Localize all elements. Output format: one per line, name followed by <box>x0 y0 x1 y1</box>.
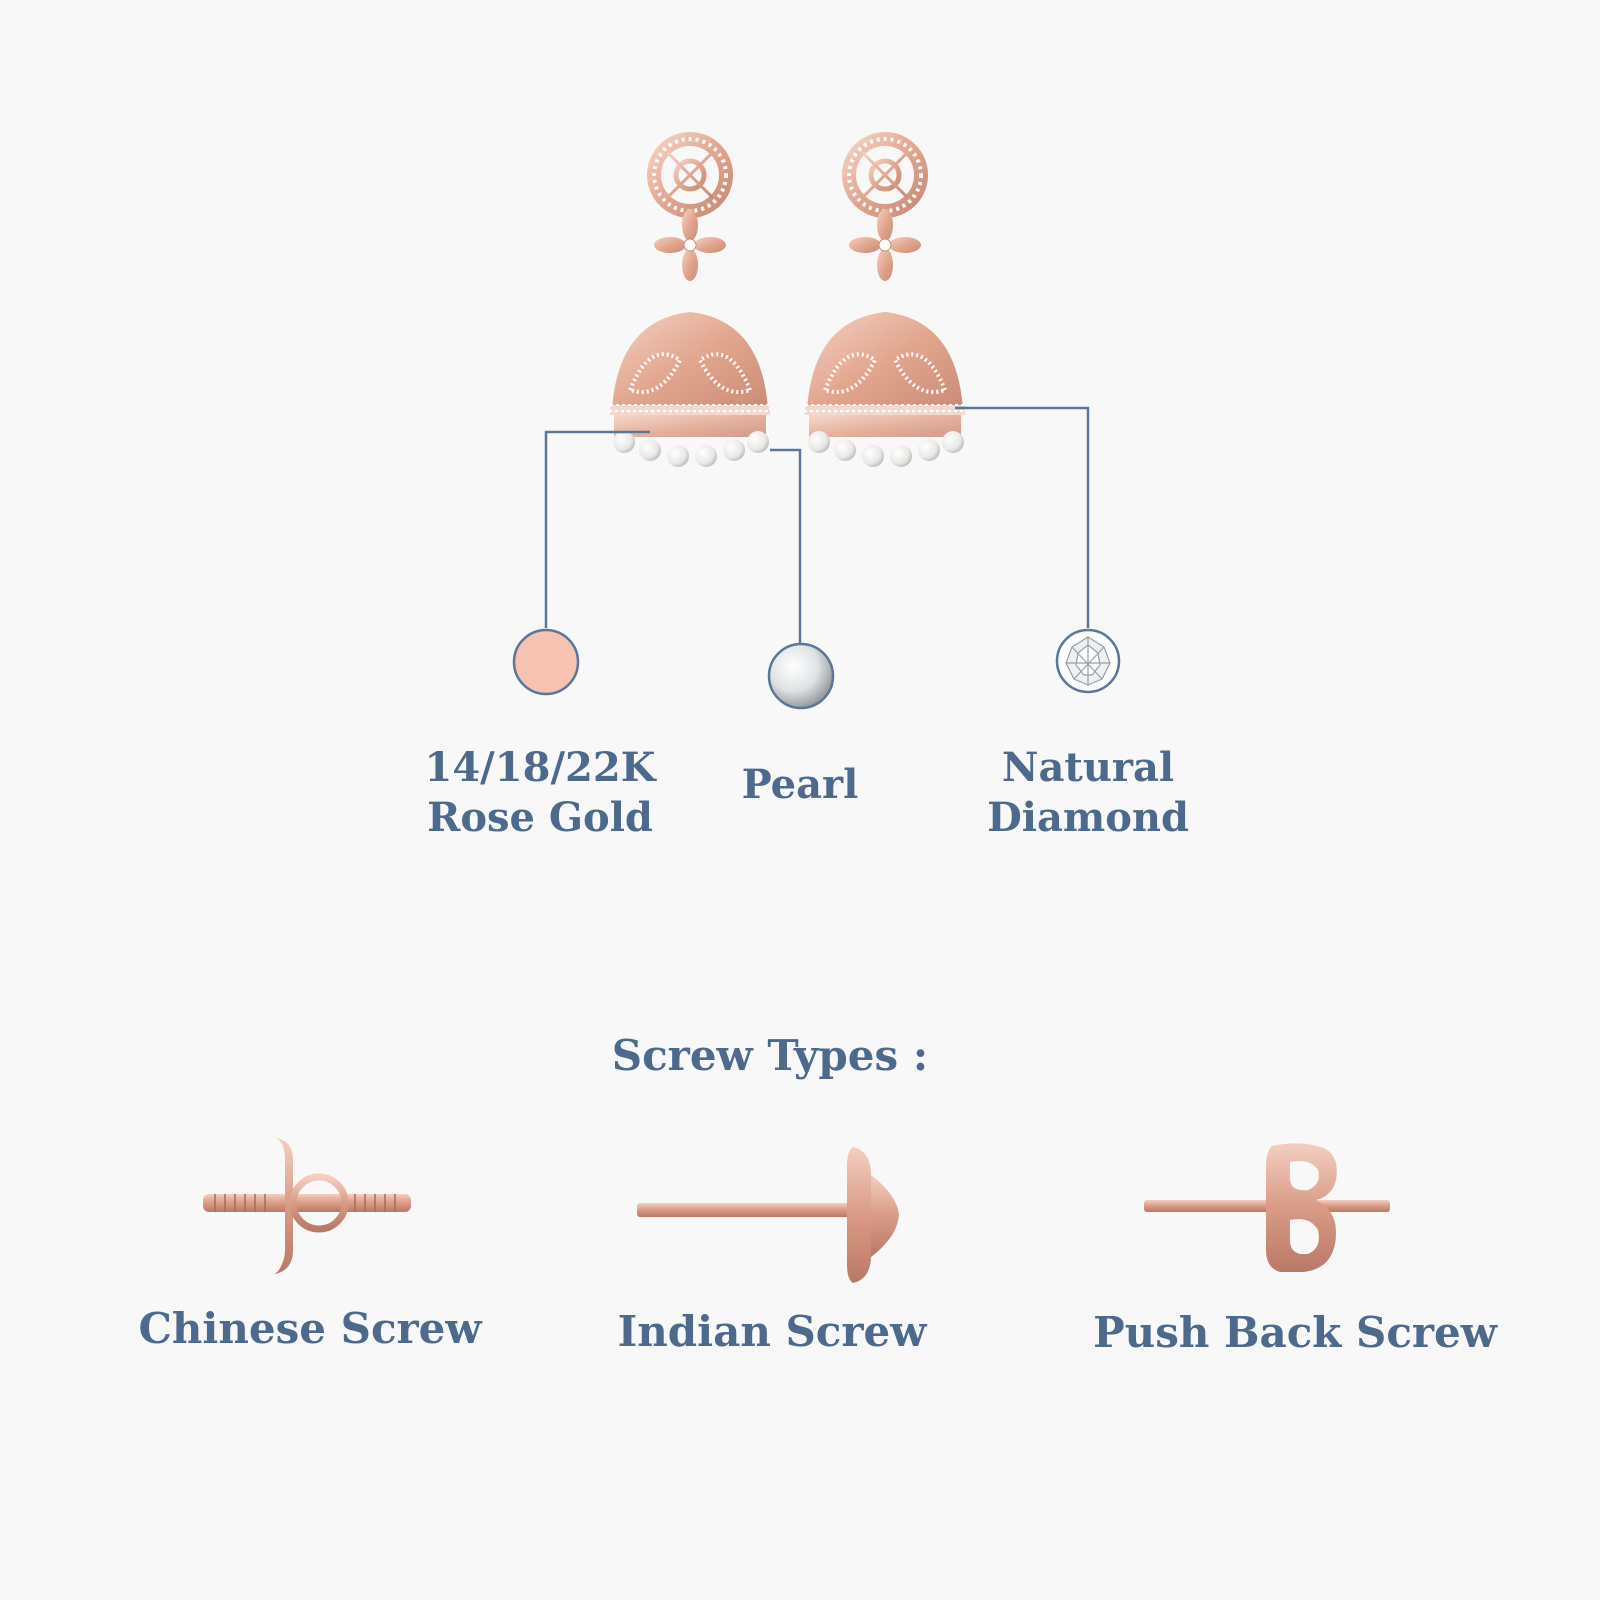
pearl-leader-line <box>770 448 802 643</box>
material-label-gold: 14/18/22K Rose Gold <box>400 743 680 843</box>
screw-label-indian: Indian Screw <box>617 1307 927 1356</box>
chinese-screw-image <box>195 1130 425 1280</box>
earrings-image <box>600 120 980 500</box>
gold-leader-line <box>544 430 650 628</box>
jhumka-earrings-icon <box>609 132 966 467</box>
indian-screw-image <box>635 1145 915 1285</box>
material-label-diamond: Natural Diamond <box>948 743 1228 843</box>
material-label-diamond-line1: Natural <box>1001 744 1175 791</box>
pearl-icon <box>767 642 835 710</box>
diamond-leader-line <box>955 406 1090 628</box>
rose-gold-swatch-circle <box>512 628 580 696</box>
rose-gold-swatch <box>511 627 581 697</box>
screw-label-chinese: Chinese Screw <box>138 1304 482 1353</box>
push-back-screw-image <box>1140 1140 1400 1280</box>
material-label-gold-line2: Rose Gold <box>427 794 653 841</box>
screw-label-push-back: Push Back Screw <box>1093 1308 1497 1357</box>
diamond-swatch <box>1054 627 1122 695</box>
diamond-icon <box>1055 628 1121 694</box>
material-label-gold-line1: 14/18/22K <box>424 744 656 791</box>
material-label-diamond-line2: Diamond <box>987 794 1189 841</box>
pearl-swatch <box>766 641 836 711</box>
screw-types-title: Screw Types : <box>611 1031 929 1080</box>
material-label-pearl: Pearl <box>700 760 900 810</box>
material-label-pearl-line1: Pearl <box>741 761 859 808</box>
indian-screw-icon <box>637 1147 899 1283</box>
chinese-screw-icon <box>203 1138 411 1274</box>
rose-gold-swatch-icon <box>512 628 580 696</box>
push-back-screw-icon <box>1144 1143 1390 1272</box>
